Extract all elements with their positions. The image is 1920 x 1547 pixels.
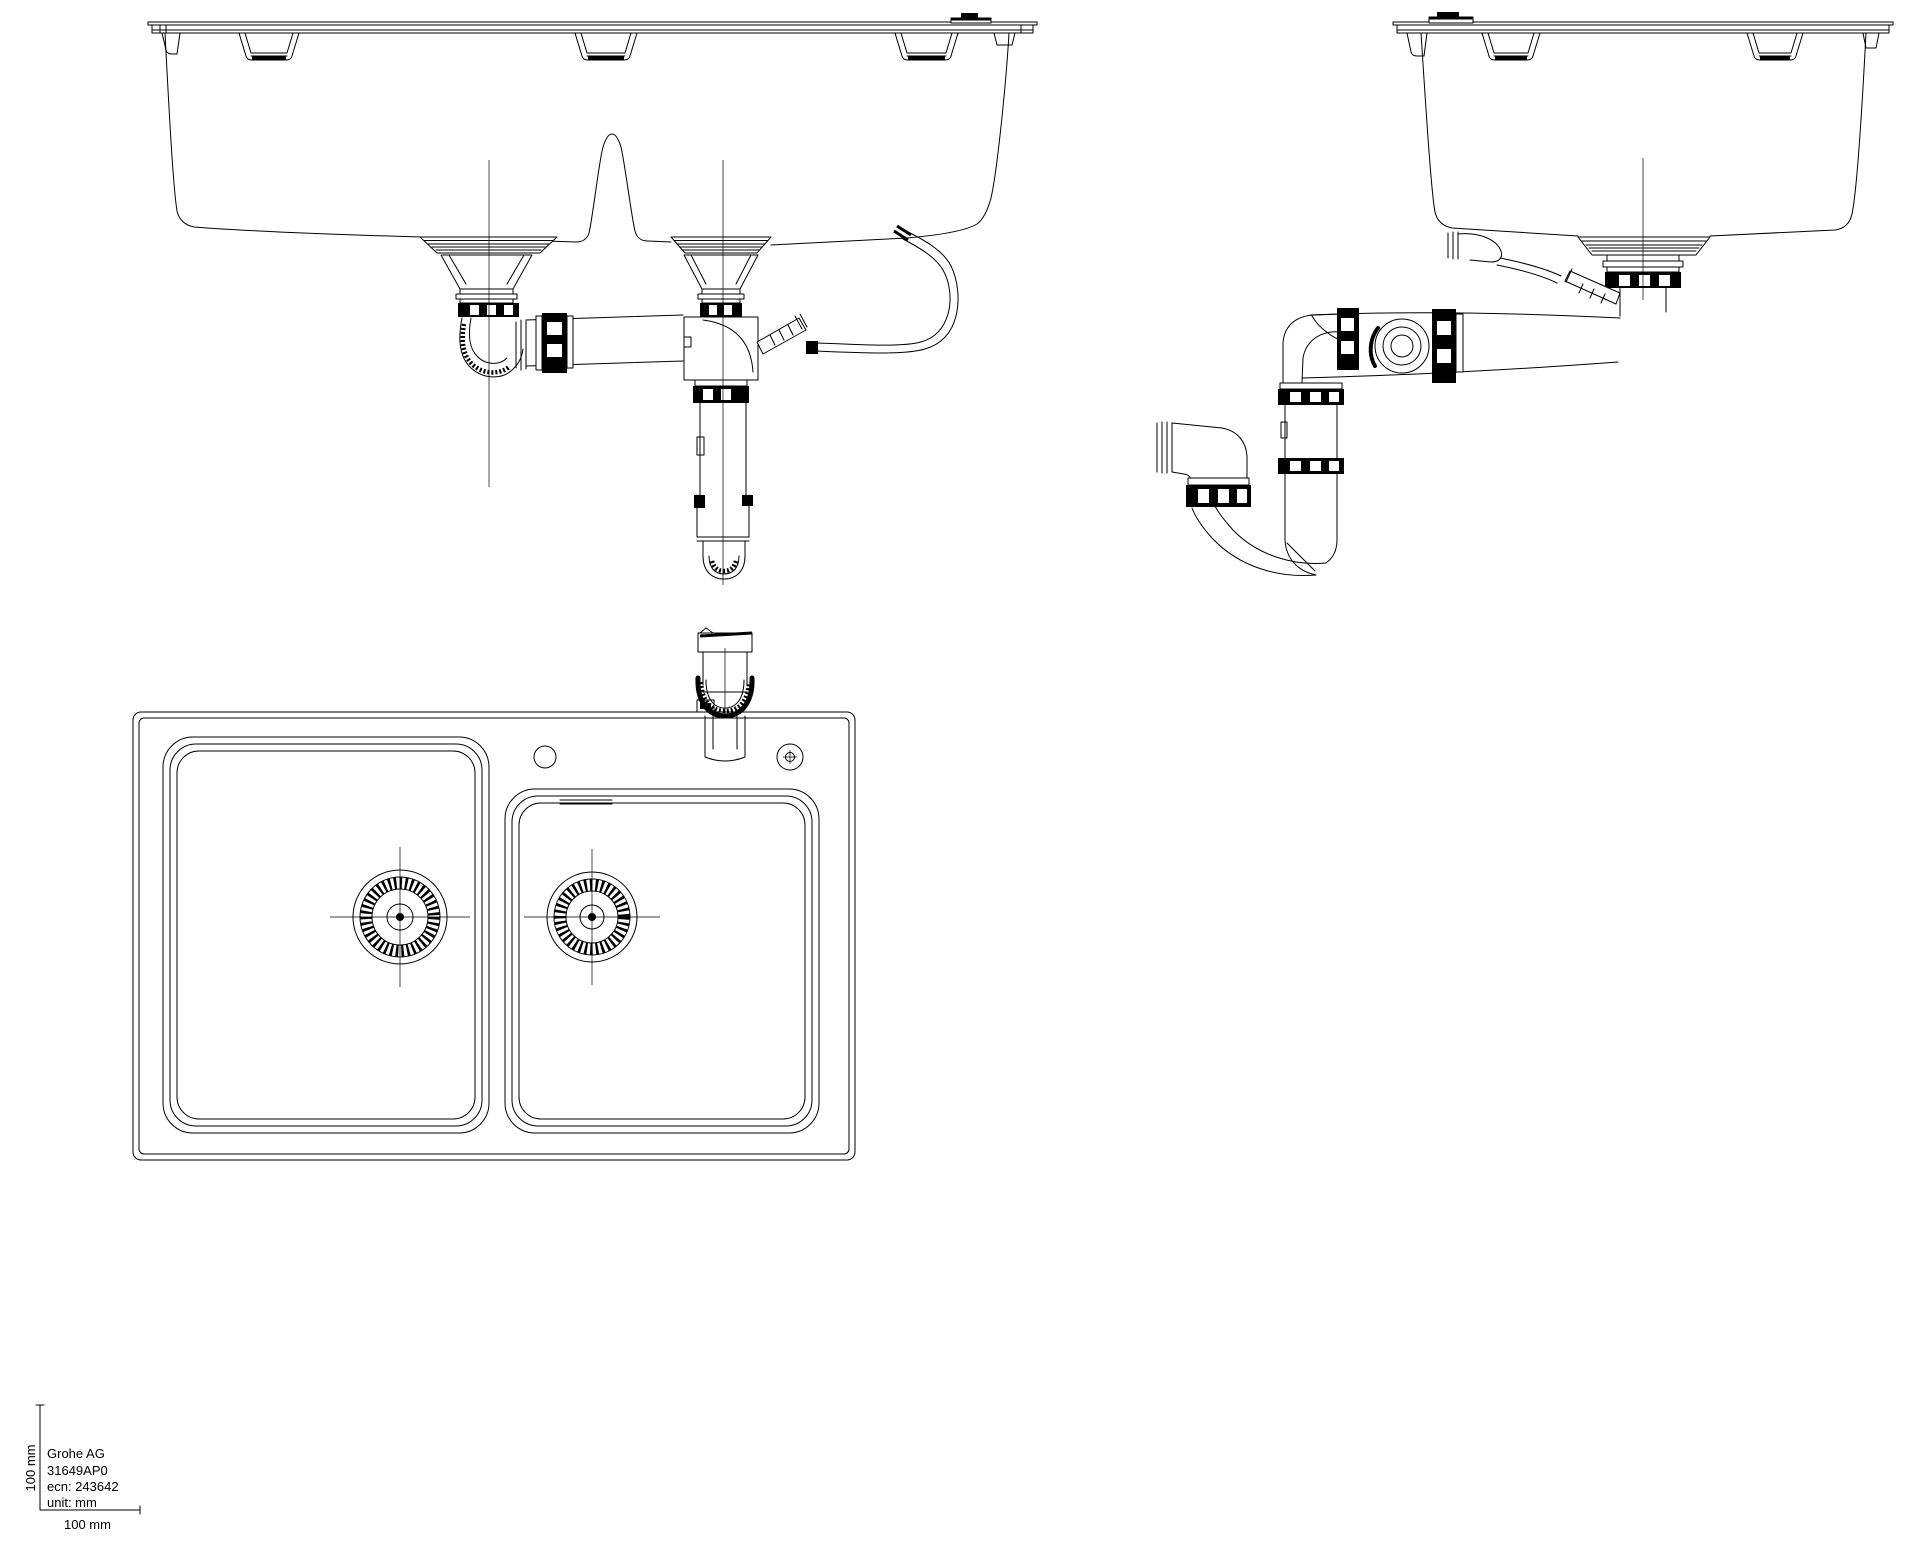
plan-outer-edge <box>132 711 856 1161</box>
overflow-hose <box>806 224 959 354</box>
tee-fitting <box>683 316 759 381</box>
side-horizontal-pipe <box>1301 308 1621 383</box>
connecting-pipe <box>525 313 684 373</box>
faucet-hole <box>776 743 804 771</box>
ecn-number: ecn: 243642 <box>47 1479 119 1494</box>
mounting-clips <box>161 32 1016 61</box>
side-view-sink-elevation <box>1156 12 1894 576</box>
side-spigot <box>1564 268 1621 305</box>
plan-view-sink-top <box>132 699 856 1161</box>
scale-ruler <box>35 1404 141 1515</box>
company-name: Grohe AG <box>47 1446 105 1461</box>
side-rim <box>1392 12 1894 34</box>
scale-vertical-label: 100 mm <box>23 1445 38 1492</box>
product-code: 31649AP0 <box>47 1463 108 1478</box>
pipe-clip-tab <box>696 436 705 456</box>
deck-hole <box>533 745 557 769</box>
scale-horizontal-label: 100 mm <box>64 1517 111 1532</box>
plan-right-strainer <box>524 849 660 985</box>
side-bowl-outline <box>1420 32 1867 237</box>
plan-left-bowl <box>162 736 490 1134</box>
unit-note: unit: mm <box>47 1495 97 1510</box>
bowl-outline <box>164 32 1010 246</box>
hose-clamp <box>806 341 818 354</box>
dishwasher-spigot <box>756 313 808 355</box>
outlet-connector-piece <box>695 627 755 762</box>
side-trap-assembly <box>1156 313 1344 576</box>
title-block: 100 mm 100 mm Grohe AG 31649AP0 ecn: 243… <box>23 1404 141 1532</box>
tee-end-ring <box>1374 318 1430 374</box>
sink-rim <box>147 13 1038 34</box>
left-strainer-assembly <box>419 160 558 487</box>
plan-right-bowl <box>504 788 820 1134</box>
overflow-fitting <box>1447 231 1562 284</box>
right-strainer-assembly <box>670 160 959 585</box>
side-mounting-clips <box>1406 32 1880 61</box>
front-view-sink-elevation <box>147 13 1038 585</box>
overflow-slot <box>559 799 613 805</box>
rim-boss-cap <box>961 13 978 18</box>
side-strainer-assembly <box>1564 158 1711 317</box>
plan-left-strainer <box>330 847 470 987</box>
plan-clip <box>696 699 715 713</box>
